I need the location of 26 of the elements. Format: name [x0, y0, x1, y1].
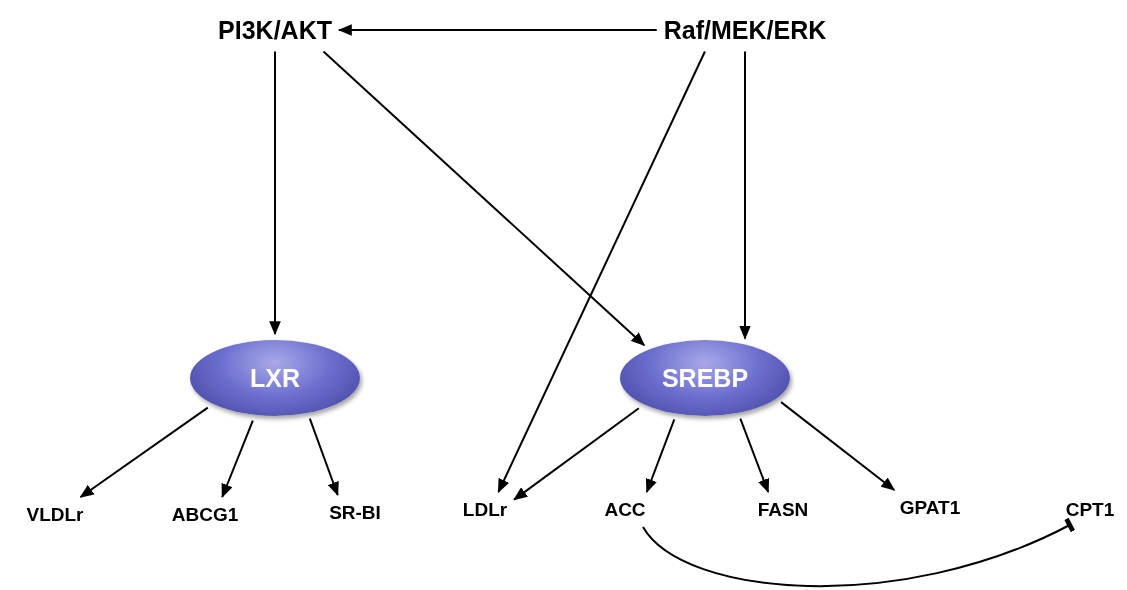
gene-label: CPT1 — [1065, 499, 1115, 521]
arrow — [739, 417, 770, 494]
gene-label: FASN — [757, 499, 809, 521]
gene-label: LDLr — [462, 499, 508, 521]
arrow — [269, 50, 281, 336]
gene-label: ABCG1 — [171, 504, 239, 526]
gene-label: ACC — [604, 499, 646, 521]
arrow — [221, 419, 254, 499]
gene-label: VLDLr — [26, 504, 84, 526]
ellipse-node — [620, 340, 790, 416]
arrow — [497, 50, 706, 494]
arrow — [513, 407, 640, 501]
arrow — [780, 401, 896, 491]
arrow — [322, 50, 646, 347]
pathway-label: Raf/MEK/ERK — [663, 15, 827, 45]
arrow — [337, 24, 658, 36]
inhibition-connector — [642, 517, 1075, 587]
node-label: LXR — [250, 363, 300, 393]
arrow — [739, 50, 751, 340]
arrow — [645, 418, 676, 494]
arrow — [308, 417, 339, 497]
gene-label: GPAT1 — [899, 497, 961, 519]
node-label: SREBP — [661, 363, 749, 393]
arrow — [79, 406, 209, 498]
gene-label: SR-BI — [329, 502, 381, 524]
pathway-label: PI3K/AKT — [218, 15, 332, 45]
